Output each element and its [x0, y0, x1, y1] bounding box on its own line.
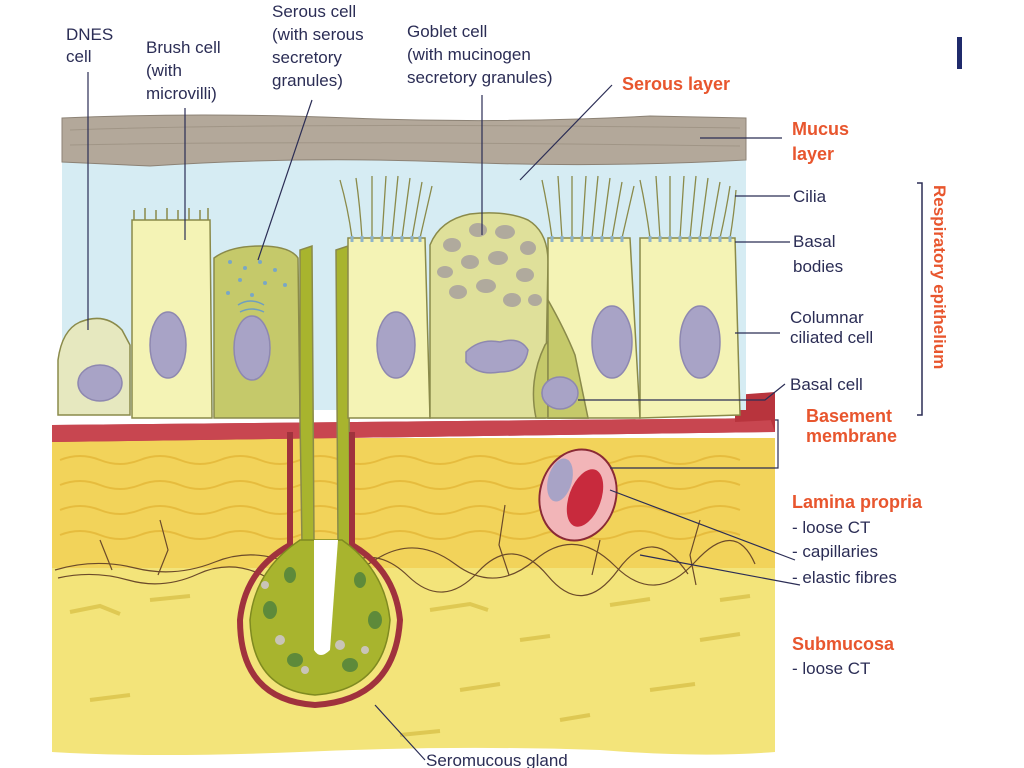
label-submucosa: Submucosa	[792, 634, 895, 654]
label-brush-cell: Brush cell (with microvilli)	[146, 38, 221, 103]
capillary	[538, 448, 618, 542]
label-goblet-cell: Goblet cell (with mucinogen secretory gr…	[407, 22, 553, 87]
svg-text:DNES: DNES	[66, 25, 113, 44]
epithelium-bracket	[917, 182, 923, 416]
label-dnes-cell: DNES cell	[66, 25, 113, 66]
label-columnar-ciliated-cell: Columnar ciliated cell	[790, 308, 873, 347]
svg-text:(with mucinogen: (with mucinogen	[407, 45, 531, 64]
label-basal-bodies: Basal bodies	[793, 232, 843, 276]
label-seromucous-gland: Seromucous gland	[426, 751, 568, 768]
svg-text:Columnar: Columnar	[790, 308, 864, 327]
label-basement-membrane: Basement membrane	[806, 406, 897, 446]
svg-text:membrane: membrane	[806, 426, 897, 446]
svg-text:Brush cell: Brush cell	[146, 38, 221, 57]
svg-text:granules): granules)	[272, 71, 343, 90]
leader-lines	[87, 72, 801, 761]
svg-text:cell: cell	[66, 47, 92, 66]
svg-text:secretory granules): secretory granules)	[407, 68, 553, 87]
svg-text:bodies: bodies	[793, 257, 843, 276]
elastic-fibres	[54, 504, 756, 597]
label-respiratory-epithelium: Respiratory epithelium	[930, 185, 949, 369]
basal-bodies	[350, 236, 732, 242]
label-lamina-propria: Lamina propria	[792, 492, 923, 512]
label-loose-ct-1: - loose CT	[792, 518, 870, 537]
lamina-propria-layer	[52, 438, 775, 597]
svg-text:(with serous: (with serous	[272, 25, 364, 44]
svg-text:Mucus: Mucus	[792, 119, 849, 139]
submucosa-layer	[52, 565, 775, 755]
label-mucus-layer: Mucus layer	[792, 119, 849, 164]
label-basal-cell: Basal cell	[790, 375, 863, 394]
label-elastic-fibres: - elastic fibres	[792, 568, 897, 587]
mucus-band	[61, 114, 747, 167]
label-loose-ct-2: - loose CT	[792, 659, 870, 678]
svg-text:layer: layer	[792, 144, 834, 164]
epithelial-cells	[57, 208, 741, 549]
svg-text:microvilli): microvilli)	[146, 84, 217, 103]
svg-text:Serous cell: Serous cell	[272, 2, 356, 21]
label-capillaries: - capillaries	[792, 542, 878, 561]
svg-text:ciliated cell: ciliated cell	[790, 328, 873, 347]
seromucous-gland	[236, 432, 404, 709]
svg-text:(with: (with	[146, 61, 182, 80]
label-serous-cell: Serous cell (with serous secretory granu…	[272, 2, 364, 90]
corner-marker	[957, 37, 962, 69]
svg-text:Basal: Basal	[793, 232, 836, 251]
svg-text:Goblet cell: Goblet cell	[407, 22, 487, 41]
label-cilia: Cilia	[793, 187, 827, 206]
label-serous-layer: Serous layer	[622, 74, 730, 94]
svg-text:secretory: secretory	[272, 48, 342, 67]
cilia-group	[339, 175, 737, 239]
basement-bracket	[610, 419, 779, 469]
svg-text:Basement: Basement	[806, 406, 892, 426]
